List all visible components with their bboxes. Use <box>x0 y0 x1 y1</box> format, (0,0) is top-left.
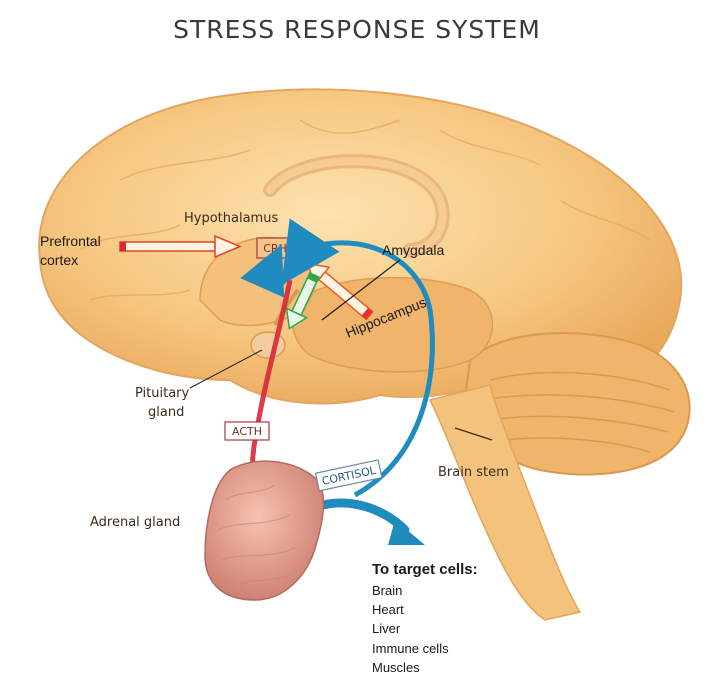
amygdala-leader <box>321 259 401 321</box>
target-cells-arrow-head <box>388 520 425 545</box>
cerebellum-folds <box>484 371 676 453</box>
corpus-callosum-inner <box>266 157 447 254</box>
cortisol-feedback-arrow <box>281 218 435 498</box>
adrenal-gland-label: Adrenal gland <box>90 515 180 530</box>
target-item-heart: Heart <box>372 602 404 617</box>
hypothalamus-label: Hypothalamus <box>184 211 278 226</box>
target-item-liver: Liver <box>372 621 401 636</box>
brain-stem-leader <box>454 427 493 441</box>
target-item-muscles: Muscles <box>372 660 420 675</box>
crh-label: CRH <box>263 242 287 255</box>
amygdala-label: Amygdala <box>382 242 444 258</box>
prefrontal-arrow <box>119 234 242 259</box>
acth-box <box>224 421 270 441</box>
prefrontal-label-line1: Prefrontal <box>40 233 101 249</box>
target-item-brain: Brain <box>372 583 402 598</box>
adrenal-gland <box>204 460 325 601</box>
target-cells-heading: To target cells: <box>372 561 478 578</box>
temporal-lobe <box>291 276 494 373</box>
pituitary-label-line2: gland <box>148 405 184 420</box>
prefrontal-label-line2: cortex <box>40 252 78 268</box>
acth-label: ACTH <box>232 425 262 438</box>
brain-stem <box>428 384 582 621</box>
pituitary-leader <box>189 349 263 389</box>
brain-stem-label: Brain stem <box>438 465 509 480</box>
gyri <box>79 119 651 301</box>
pituitary-label-line1: Pituitary <box>135 386 190 401</box>
adrenal-texture <box>217 484 296 586</box>
target-item-immune-cells: Immune cells <box>372 641 449 656</box>
diagram-title: STRESS RESPONSE SYSTEM <box>173 15 541 44</box>
cortisol-box <box>314 459 383 492</box>
target-cells-arrow <box>305 498 410 535</box>
